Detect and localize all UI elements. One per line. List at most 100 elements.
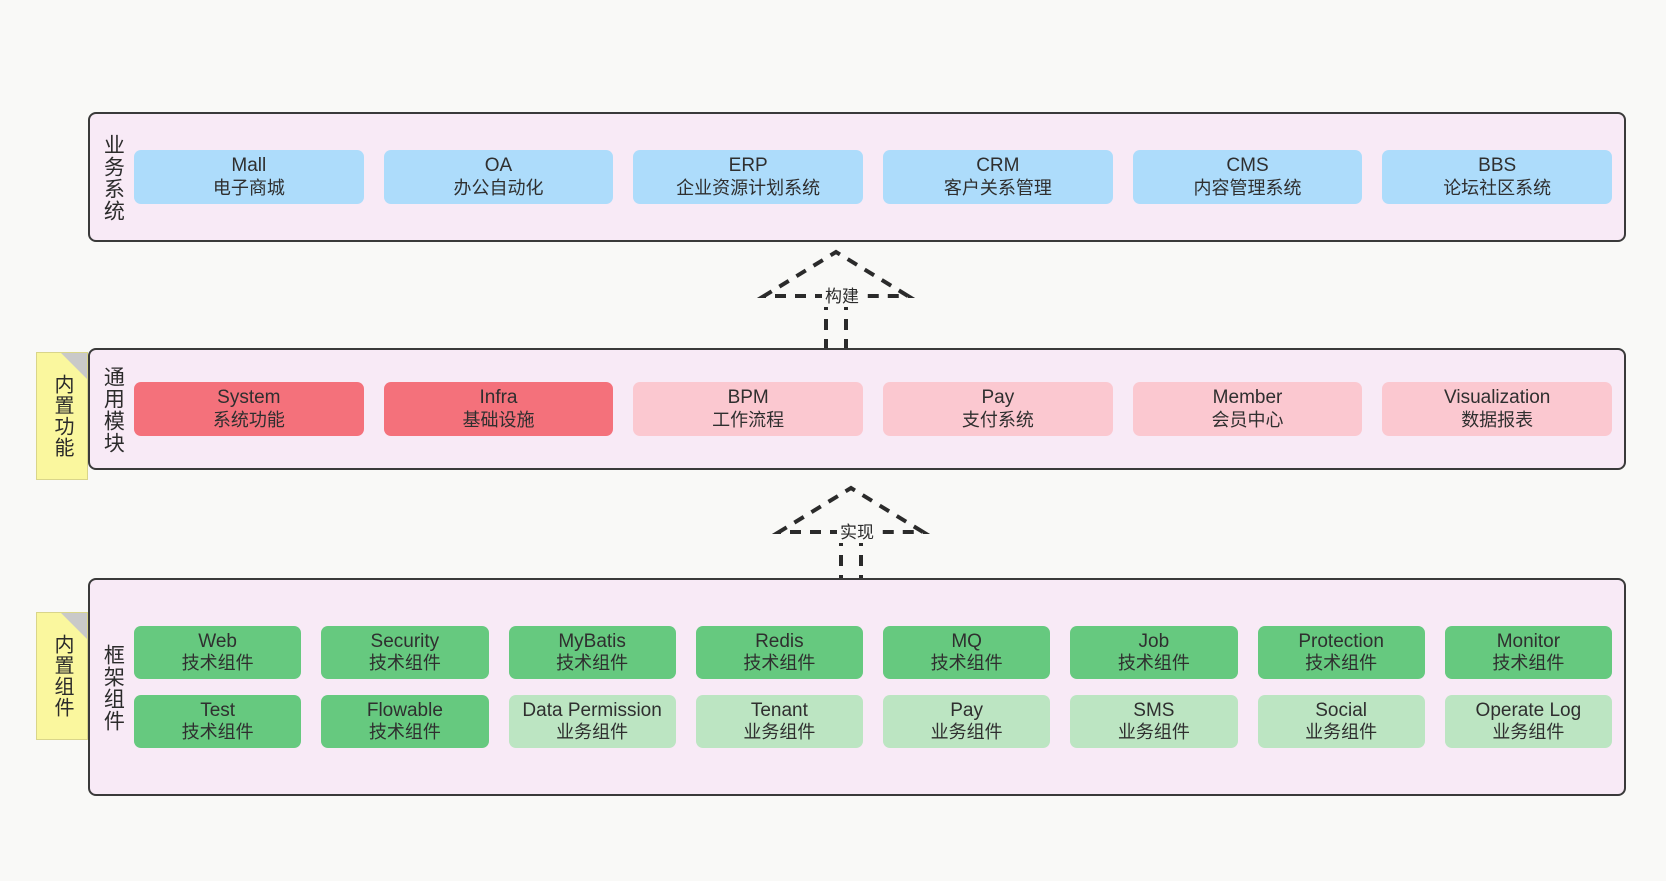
node-visualization[interactable]: Visualization 数据报表 [1382, 382, 1613, 436]
node-title: MyBatis [558, 630, 626, 652]
node-title: CRM [976, 155, 1020, 177]
node-subtitle: 客户关系管理 [943, 177, 1052, 198]
node-title: Operate Log [1475, 700, 1582, 721]
node-row: Test 技术组件 Flowable 技术组件 Data Permission … [134, 695, 1612, 749]
sticky-note-builtin-component: 内置组件 [36, 612, 88, 740]
sticky-fold-corner-icon [61, 613, 87, 639]
node-sms[interactable]: SMS 业务组件 [1070, 695, 1238, 749]
node-mall[interactable]: Mall 电子商城 [134, 150, 364, 204]
node-subtitle: 电子商城 [212, 177, 285, 198]
node-subtitle: 业务组件 [1305, 722, 1378, 743]
node-subtitle: 数据报表 [1461, 409, 1534, 430]
node-title: Protection [1298, 630, 1384, 652]
node-subtitle: 技术组件 [1305, 653, 1378, 674]
node-subtitle: 技术组件 [743, 653, 816, 674]
connector-build: 构建 [750, 246, 920, 350]
node-subtitle: 支付系统 [961, 409, 1034, 430]
node-subtitle: 论坛社区系统 [1443, 177, 1552, 198]
node-title: Mall [231, 155, 267, 177]
node-job[interactable]: Job 技术组件 [1070, 625, 1238, 679]
node-subtitle: 基础设施 [462, 409, 535, 430]
node-oa[interactable]: OA 办公自动化 [383, 150, 614, 204]
node-title: Job [1138, 630, 1170, 652]
node-title: BPM [727, 387, 769, 409]
node-subtitle: 技术组件 [368, 653, 441, 674]
node-title: OA [484, 155, 513, 177]
node-infra[interactable]: Infra 基础设施 [383, 382, 614, 436]
node-monitor[interactable]: Monitor 技术组件 [1444, 625, 1612, 679]
node-erp[interactable]: ERP 企业资源计划系统 [633, 150, 864, 204]
node-subtitle: 技术组件 [1492, 653, 1565, 674]
node-protection[interactable]: Protection 技术组件 [1257, 625, 1425, 679]
node-title: Pay [950, 700, 983, 721]
sticky-note-builtin-feature: 内置功能 [36, 352, 88, 480]
node-title: System [217, 387, 281, 409]
node-subtitle: 业务组件 [743, 722, 816, 743]
node-subtitle: 技术组件 [368, 722, 441, 743]
node-title: Web [198, 630, 237, 652]
node-title: Redis [755, 630, 804, 652]
node-subtitle: 工作流程 [712, 409, 785, 430]
node-row: Mall 电子商城 OA 办公自动化 ERP 企业资源计划系统 CRM 客户关系… [134, 150, 1613, 204]
layer-common-module: 通用模块 System 系统功能 Infra 基础设施 BPM 工作流程 Pay… [88, 348, 1626, 470]
node-tenant[interactable]: Tenant 业务组件 [695, 695, 863, 749]
node-operate-log[interactable]: Operate Log 业务组件 [1444, 695, 1612, 749]
node-subtitle: 企业资源计划系统 [676, 177, 821, 198]
layer-label-framework-component: 框架组件 [101, 644, 125, 732]
node-member[interactable]: Member 会员中心 [1132, 382, 1363, 436]
layer-label-business-system: 业务系统 [101, 134, 125, 222]
node-subtitle: 业务组件 [1117, 722, 1190, 743]
node-subtitle: 业务组件 [556, 722, 629, 743]
node-title: Security [370, 630, 440, 652]
connector-realize-label: 实现 [837, 518, 877, 543]
node-data-permission[interactable]: Data Permission 业务组件 [508, 695, 676, 749]
node-crm[interactable]: CRM 客户关系管理 [883, 150, 1113, 204]
node-title: Member [1212, 387, 1283, 409]
node-subtitle: 技术组件 [1117, 653, 1190, 674]
node-title: CMS [1226, 155, 1269, 177]
node-subtitle: 技术组件 [181, 722, 254, 743]
layer-framework-component: 框架组件 Web 技术组件 Security 技术组件 MyBatis 技术组件… [88, 578, 1626, 796]
node-subtitle: 办公自动化 [453, 177, 544, 198]
node-subtitle: 技术组件 [181, 653, 254, 674]
sticky-note-label: 内置组件 [51, 634, 73, 718]
node-title: Test [200, 700, 236, 721]
node-subtitle: 会员中心 [1211, 409, 1284, 430]
node-subtitle: 业务组件 [1492, 722, 1565, 743]
node-flowable[interactable]: Flowable 技术组件 [321, 695, 489, 749]
node-subtitle: 技术组件 [930, 653, 1003, 674]
node-row: System 系统功能 Infra 基础设施 BPM 工作流程 Pay 支付系统… [134, 382, 1613, 436]
node-subtitle: 技术组件 [556, 653, 629, 674]
node-mq[interactable]: MQ 技术组件 [883, 625, 1051, 679]
node-subtitle: 系统功能 [212, 409, 285, 430]
node-title: BBS [1478, 155, 1517, 177]
node-title: Social [1315, 700, 1367, 721]
node-title: Monitor [1496, 630, 1561, 652]
node-social[interactable]: Social 业务组件 [1257, 695, 1425, 749]
node-bpm[interactable]: BPM 工作流程 [633, 382, 864, 436]
node-pay[interactable]: Pay 支付系统 [883, 382, 1113, 436]
node-redis[interactable]: Redis 技术组件 [695, 625, 863, 679]
node-title: SMS [1133, 700, 1175, 721]
node-pay-component[interactable]: Pay 业务组件 [883, 695, 1051, 749]
sticky-note-label: 内置功能 [51, 374, 73, 458]
layer-label-common-module: 通用模块 [101, 366, 125, 454]
connector-build-label: 构建 [822, 282, 862, 307]
node-title: ERP [728, 155, 768, 177]
connector-realize: 实现 [765, 482, 935, 586]
layer-body-common-module: System 系统功能 Infra 基础设施 BPM 工作流程 Pay 支付系统… [134, 350, 1624, 468]
node-cms[interactable]: CMS 内容管理系统 [1132, 150, 1363, 204]
node-title: Tenant [750, 700, 808, 721]
node-row: Web 技术组件 Security 技术组件 MyBatis 技术组件 Redi… [134, 625, 1612, 679]
node-security[interactable]: Security 技术组件 [321, 625, 489, 679]
sticky-fold-corner-icon [61, 353, 87, 379]
node-bbs[interactable]: BBS 论坛社区系统 [1382, 150, 1613, 204]
layer-body-business-system: Mall 电子商城 OA 办公自动化 ERP 企业资源计划系统 CRM 客户关系… [134, 114, 1624, 240]
node-subtitle: 内容管理系统 [1193, 177, 1302, 198]
node-web[interactable]: Web 技术组件 [134, 625, 302, 679]
node-title: Pay [981, 387, 1015, 409]
layer-business-system: 业务系统 Mall 电子商城 OA 办公自动化 ERP 企业资源计划系统 CRM… [88, 112, 1626, 242]
node-test[interactable]: Test 技术组件 [134, 695, 302, 749]
node-system[interactable]: System 系统功能 [134, 382, 364, 436]
node-mybatis[interactable]: MyBatis 技术组件 [508, 625, 676, 679]
